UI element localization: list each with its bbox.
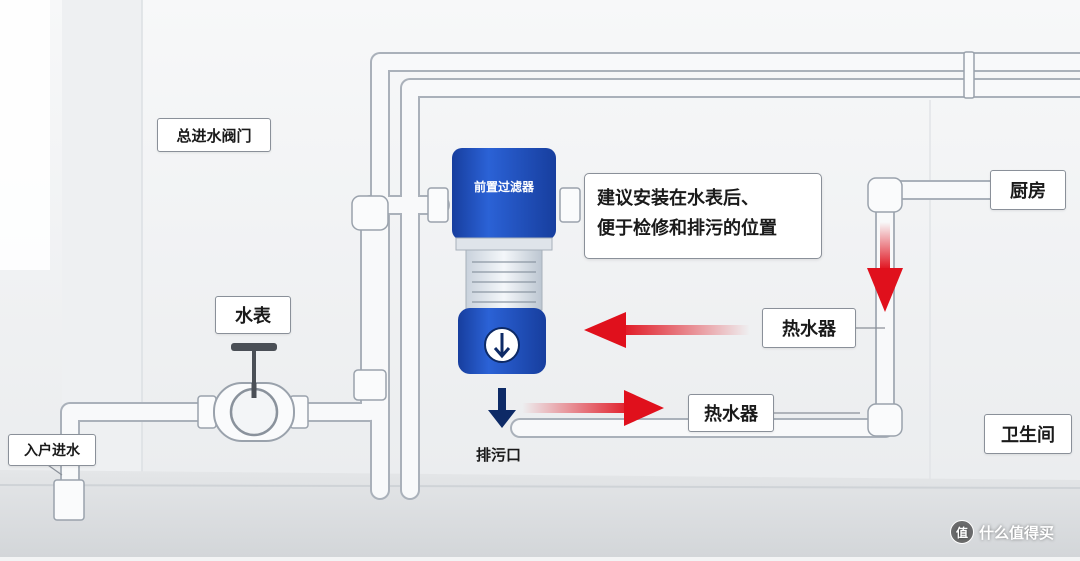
installation-note: 建议安装在水表后、 便于检修和排污的位置 [584, 173, 822, 259]
watermark-logo-icon: 值 [950, 520, 974, 544]
kitchen-label: 厨房 [990, 170, 1066, 210]
flow-arrow-right [522, 390, 664, 426]
drain-arrow [488, 388, 516, 428]
inlet-label: 入户进水 [8, 434, 96, 466]
flow-arrow-left [584, 312, 750, 348]
heater-label-lower: 热水器 [688, 394, 774, 432]
drain-label: 排污口 [476, 446, 522, 464]
watermark: 值 什么值得买 [950, 520, 1054, 544]
filter-title: 前置过滤器 [473, 180, 534, 194]
water-meter-label: 水表 [215, 296, 291, 334]
flow-arrow-down [867, 222, 903, 312]
main-valve-label: 总进水阀门 [157, 118, 271, 152]
bathroom-label: 卫生间 [984, 414, 1072, 454]
valve-handle [231, 343, 277, 351]
pipe-fittings [53, 51, 975, 521]
front-filter [452, 148, 556, 374]
note-line-1: 建议安装在水表后、 [597, 188, 759, 209]
water-meter [213, 343, 295, 442]
watermark-text: 什么值得买 [979, 523, 1055, 542]
window-light [0, 0, 50, 270]
heater-label-upper: 热水器 [762, 308, 856, 348]
floor [0, 470, 1080, 557]
note-line-2: 便于检修和排污的位置 [597, 218, 777, 239]
